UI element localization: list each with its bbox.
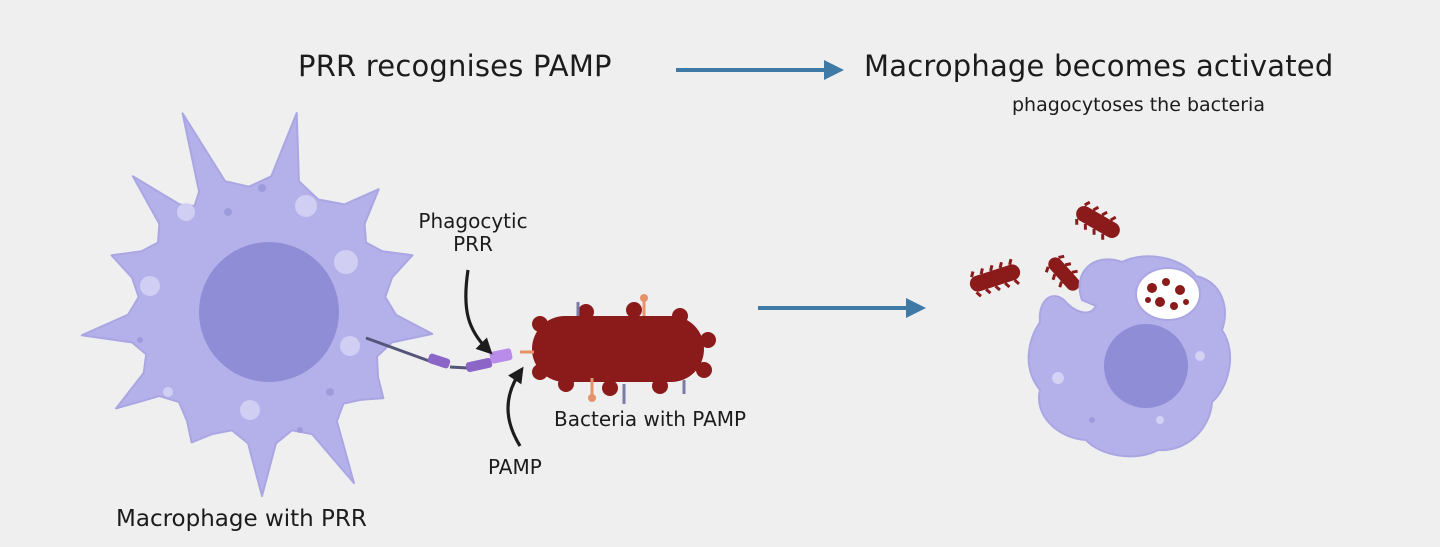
- phagocytic-prr-label: Phagocytic PRR: [406, 210, 540, 256]
- phagocytic-prr-receptor: [365, 336, 513, 373]
- phagocytic-prr-label-line1: Phagocytic: [418, 209, 528, 233]
- macrophage-nucleus: [199, 242, 339, 382]
- pamp-pointer-arrow: [506, 366, 524, 447]
- phagocytic-prr-label-line2: PRR: [453, 232, 493, 256]
- step-right-title: Macrophage becomes activated: [864, 49, 1334, 83]
- pamp-label: PAMP: [488, 455, 542, 479]
- activated-macrophage-cell: [1027, 255, 1231, 458]
- free-bacteria: [969, 200, 1120, 298]
- activated-macrophage-nucleus: [1104, 324, 1188, 408]
- bacterium: [520, 294, 716, 404]
- macrophage-cell: [80, 112, 434, 497]
- macrophage-label: Macrophage with PRR: [116, 506, 367, 532]
- phagosome: [1135, 267, 1201, 321]
- step-left-title: PRR recognises PAMP: [298, 49, 612, 83]
- phagocytic-prr-pointer-arrow: [464, 269, 493, 355]
- step-right-subtitle: phagocytoses the bacteria: [1012, 94, 1265, 116]
- bacteria-label: Bacteria with PAMP: [554, 407, 747, 431]
